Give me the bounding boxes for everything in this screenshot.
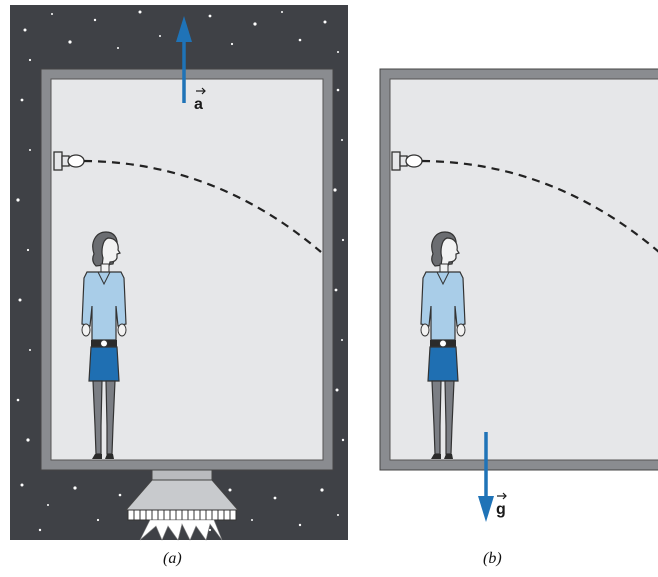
elevator-interior bbox=[390, 79, 658, 460]
caption-a: (a) bbox=[163, 550, 182, 568]
vector-label-a: a bbox=[194, 96, 203, 113]
caption-b: (b) bbox=[483, 550, 502, 568]
panel-a: a bbox=[10, 5, 348, 540]
vector-label-g: g bbox=[496, 501, 506, 518]
panel-b: g bbox=[380, 69, 658, 522]
elevator-interior bbox=[51, 79, 323, 460]
